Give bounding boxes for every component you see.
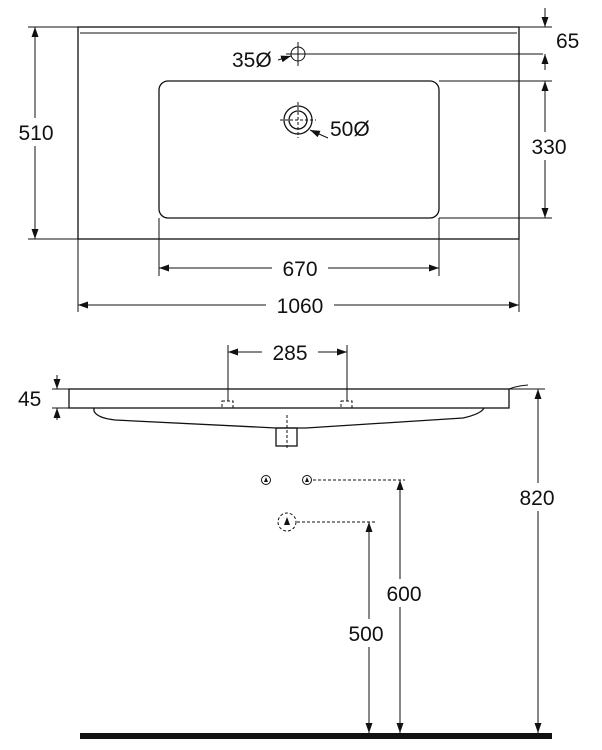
drain-hole-label: 50Ø (330, 118, 370, 141)
thickness-label: 45 (18, 388, 41, 411)
tap-hole-right-section (340, 400, 353, 409)
drain-hole (280, 102, 316, 138)
depth-total-label: 510 (18, 122, 53, 145)
rim-offset-label: 65 (556, 30, 579, 53)
tap-spacing-label: 285 (272, 342, 307, 365)
waste-connection-icon (277, 512, 297, 532)
mount-height-label: 820 (519, 487, 554, 510)
bowl-outline (158, 80, 440, 219)
total-width-label: 1060 (277, 295, 324, 318)
water-connection-right-icon (302, 475, 312, 485)
countertop-slab (68, 388, 510, 409)
tap-hole (286, 42, 310, 66)
water-connection-left-icon (261, 475, 271, 485)
bowl-underside (93, 407, 485, 429)
waste-height-label: 500 (348, 623, 383, 646)
drain-hole-leader (309, 129, 329, 139)
tap-hole-leader (277, 55, 292, 63)
basin-outline (77, 26, 520, 240)
water-height-label: 600 (386, 583, 421, 606)
bowl-depth-label: 330 (531, 136, 566, 159)
top-view: 35Ø 50Ø 510 330 65 670 (8, 8, 579, 319)
floor-line (80, 733, 552, 739)
side-view: 285 45 600 500 (18, 339, 566, 739)
tap-hole-left-section (221, 400, 234, 409)
bowl-width-label: 670 (282, 258, 317, 281)
tap-hole-label: 35Ø (232, 49, 272, 72)
